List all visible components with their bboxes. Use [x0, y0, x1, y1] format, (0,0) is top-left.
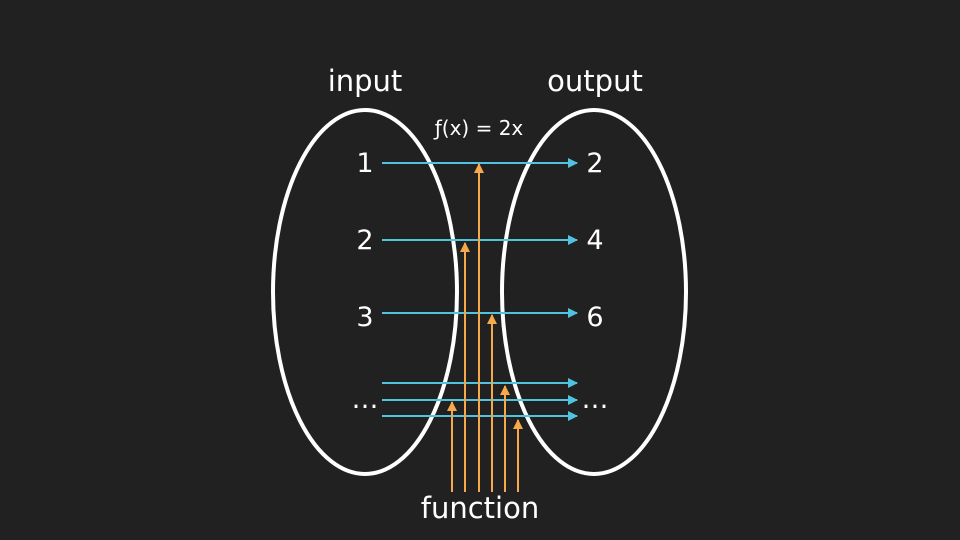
output-value-6: 6 — [586, 302, 603, 333]
function-label: function — [421, 491, 539, 525]
input-value-ellipsis: … — [352, 384, 379, 415]
input-value-3: 3 — [356, 302, 373, 333]
output-value-4: 4 — [586, 225, 603, 256]
input-heading: input — [328, 64, 403, 98]
formula-label: ƒ(x) = 2x — [433, 116, 524, 140]
output-set-ellipse — [500, 108, 688, 476]
output-value-ellipsis: … — [582, 384, 609, 415]
input-value-1: 1 — [356, 148, 373, 179]
output-value-2: 2 — [586, 148, 603, 179]
output-heading: output — [547, 64, 643, 98]
input-value-2: 2 — [356, 225, 373, 256]
input-set-ellipse — [271, 108, 459, 476]
